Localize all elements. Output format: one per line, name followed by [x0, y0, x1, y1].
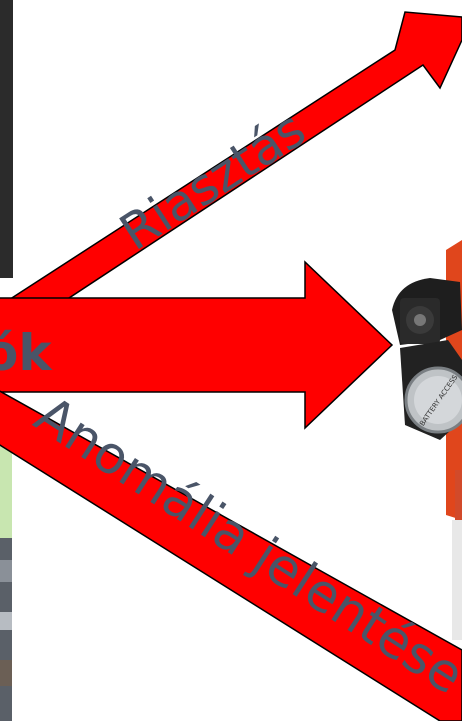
top-arrow-label: Riasztás — [110, 100, 316, 262]
middle-arrow-label: ók — [0, 324, 53, 382]
device-image: BATTERY ACCESS — [392, 240, 462, 640]
bottom-arrow-label: Anomália jelentése — [24, 385, 462, 706]
dark-photo-strip — [0, 0, 13, 278]
